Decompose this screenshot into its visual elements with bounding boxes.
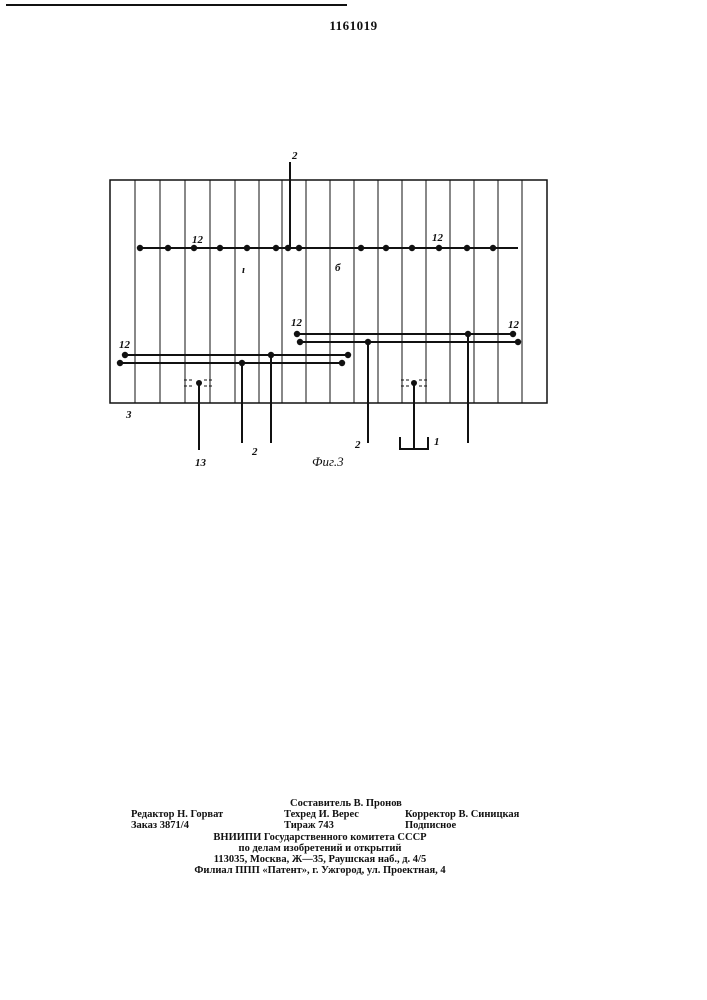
contact-dot: [117, 360, 123, 366]
label-corner: 3: [125, 409, 132, 421]
label-lead-1: 1: [434, 436, 440, 448]
label-bus-mid-right-right: 12: [508, 319, 520, 331]
label-bus-top: 12: [192, 234, 204, 246]
label-bus-mid-left: 12: [119, 339, 131, 351]
label-bus-mid-right-left: 12: [291, 317, 303, 329]
frame: [110, 180, 547, 403]
contact-dot: [285, 245, 291, 251]
subscription: Подписное: [405, 820, 456, 832]
label-lead-2-right: 2: [354, 439, 361, 451]
contact-dot: [273, 245, 279, 251]
figure-caption: Фиг.3: [312, 454, 344, 469]
contact-dot: [490, 245, 496, 251]
contact-dot: [217, 245, 223, 251]
contact-dot: [296, 245, 302, 251]
contact-dot: [294, 331, 300, 337]
branch: Филиал ППП «Патент», г. Ужгород, ул. Про…: [0, 865, 640, 877]
label-lead-top: 2: [291, 150, 298, 162]
contact-dot: [510, 331, 516, 337]
contact-13: [196, 380, 202, 386]
bus-mid-contacts: [117, 331, 521, 366]
contact-dot: [137, 245, 143, 251]
label-bus-top-right: 12: [432, 232, 444, 244]
contact-dot: [165, 245, 171, 251]
circulation: Тираж 743: [284, 820, 334, 832]
contact-dot: [345, 352, 351, 358]
label-lead-2-left: 2: [251, 446, 258, 458]
order: Заказ 3871/4: [131, 820, 189, 832]
contact-dot: [383, 245, 389, 251]
contact-1: [411, 380, 417, 386]
contact-dot: [436, 245, 442, 251]
contact-dot: [244, 245, 250, 251]
vertical-strips: [135, 180, 522, 403]
contact-dot: [515, 339, 521, 345]
label-mark-i: ı: [242, 264, 245, 276]
contact-dot: [339, 360, 345, 366]
contact-dot: [464, 245, 470, 251]
label-lead-13: 13: [195, 457, 207, 469]
contact-dot: [409, 245, 415, 251]
contact-dot: [358, 245, 364, 251]
contact-dot: [122, 352, 128, 358]
label-mark-6: б: [335, 262, 341, 274]
contact-dot: [297, 339, 303, 345]
